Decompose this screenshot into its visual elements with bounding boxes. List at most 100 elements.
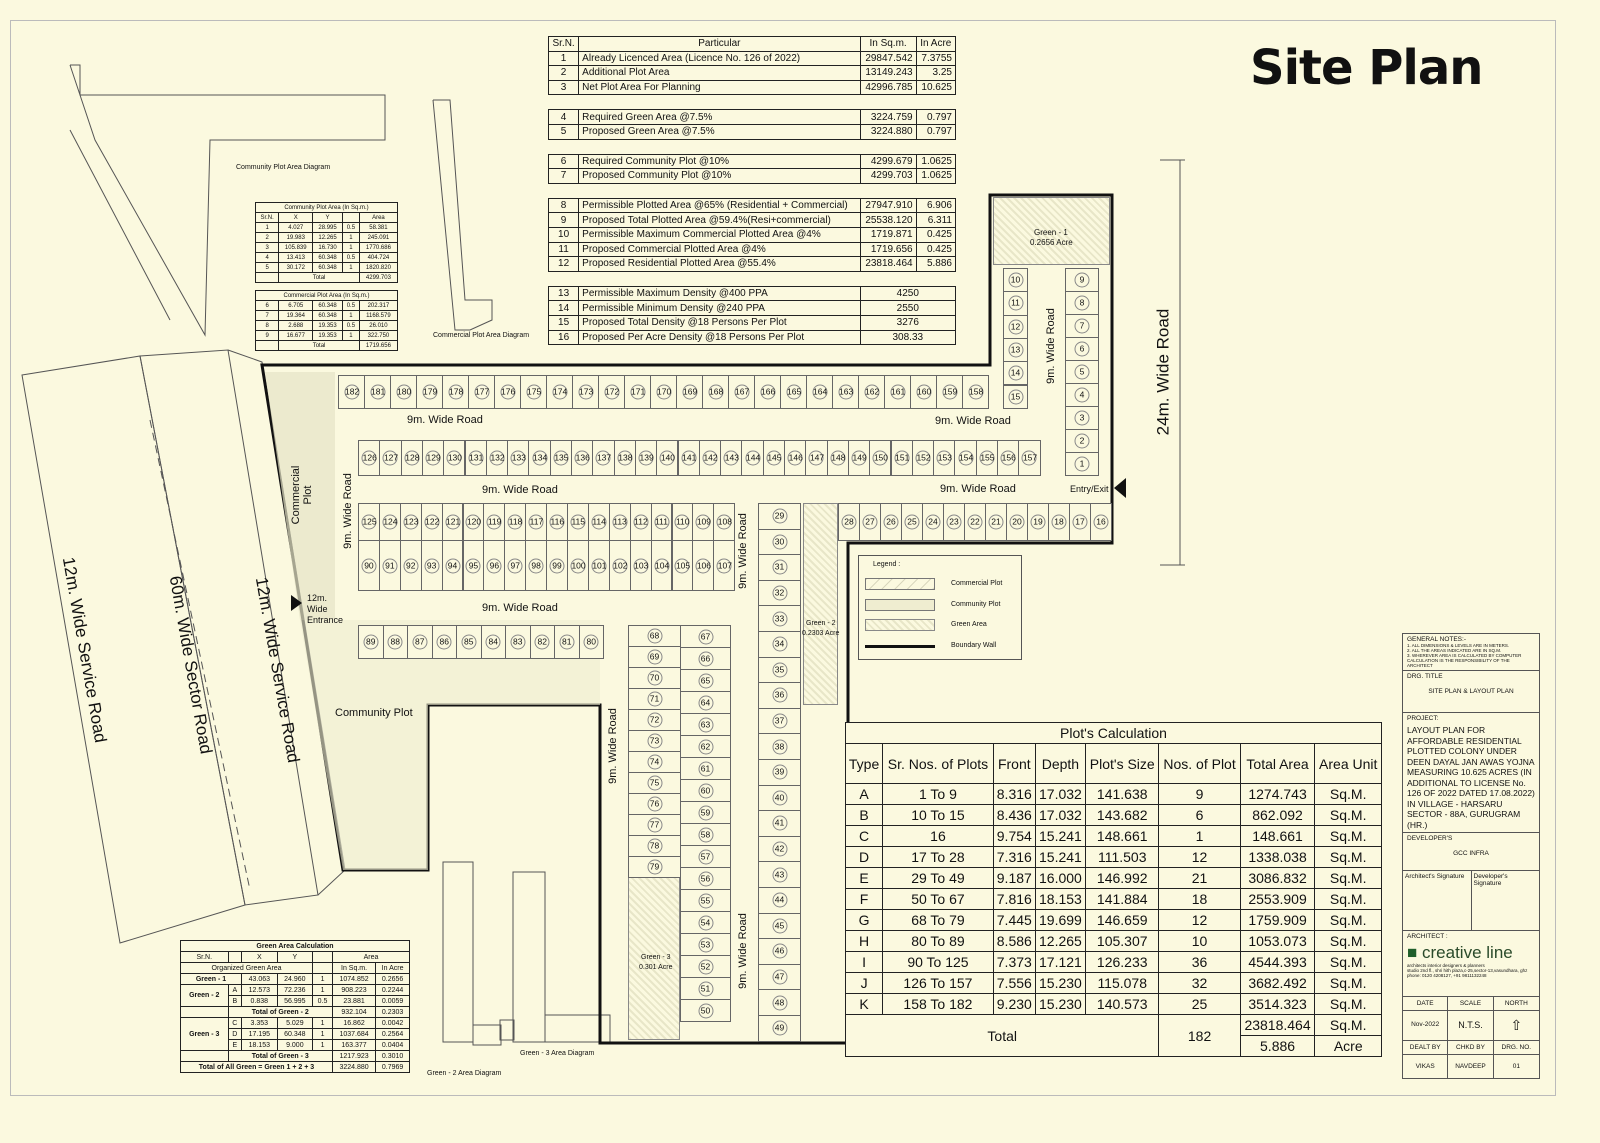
plot[interactable]: 41 bbox=[758, 810, 801, 837]
plot[interactable]: 25 bbox=[901, 503, 923, 541]
plot[interactable]: 74 bbox=[628, 751, 681, 773]
plot[interactable]: 3 bbox=[1065, 406, 1099, 430]
plot[interactable]: 80 bbox=[578, 625, 604, 659]
plot[interactable]: 85 bbox=[456, 625, 482, 659]
plot[interactable]: 137 bbox=[592, 440, 615, 476]
plot[interactable]: 78 bbox=[628, 835, 681, 857]
plot[interactable]: 172 bbox=[598, 375, 625, 409]
plot[interactable]: 95 bbox=[462, 540, 485, 591]
plot[interactable]: 11 bbox=[1003, 291, 1028, 316]
plot[interactable]: 27 bbox=[859, 503, 881, 541]
plot[interactable]: 174 bbox=[546, 375, 573, 409]
plot[interactable]: 179 bbox=[416, 375, 443, 409]
plot[interactable]: 81 bbox=[554, 625, 580, 659]
plot[interactable]: 180 bbox=[390, 375, 417, 409]
plot[interactable]: 16 bbox=[1090, 503, 1112, 541]
plot[interactable]: 100 bbox=[567, 540, 589, 591]
plot[interactable]: 178 bbox=[442, 375, 469, 409]
plot[interactable]: 93 bbox=[420, 540, 443, 591]
plot[interactable]: 112 bbox=[629, 503, 652, 541]
plot[interactable]: 33 bbox=[758, 605, 801, 632]
plot[interactable]: 164 bbox=[806, 375, 833, 409]
plot[interactable]: 132 bbox=[485, 440, 509, 476]
plot[interactable]: 98 bbox=[525, 540, 548, 591]
plot[interactable]: 181 bbox=[364, 375, 391, 409]
plot[interactable]: 170 bbox=[650, 375, 677, 409]
plot[interactable]: 123 bbox=[399, 503, 422, 541]
plot[interactable]: 135 bbox=[549, 440, 572, 476]
plot[interactable]: 69 bbox=[628, 646, 681, 668]
plot[interactable]: 114 bbox=[587, 503, 610, 541]
plot[interactable]: 89 bbox=[358, 625, 384, 659]
plot[interactable]: 102 bbox=[608, 540, 631, 591]
plot[interactable]: 83 bbox=[505, 625, 531, 659]
plot[interactable]: 32 bbox=[758, 579, 801, 607]
plot[interactable]: 21 bbox=[985, 503, 1007, 541]
plot[interactable]: 94 bbox=[441, 540, 464, 591]
plot[interactable]: 143 bbox=[720, 440, 743, 476]
plot[interactable]: 141 bbox=[677, 440, 700, 476]
plot[interactable]: 111 bbox=[650, 503, 673, 541]
plot[interactable]: 182 bbox=[338, 375, 365, 409]
plot[interactable]: 157 bbox=[1018, 440, 1041, 476]
plot[interactable]: 48 bbox=[758, 989, 801, 1016]
plot[interactable]: 67 bbox=[680, 625, 731, 648]
plot[interactable]: 110 bbox=[671, 503, 694, 541]
plot[interactable]: 105 bbox=[671, 540, 694, 591]
plot[interactable]: 158 bbox=[962, 375, 989, 409]
plot[interactable]: 151 bbox=[890, 440, 913, 476]
plot[interactable]: 177 bbox=[468, 375, 495, 409]
plot[interactable]: 15 bbox=[1003, 384, 1028, 409]
plot[interactable]: 155 bbox=[975, 440, 998, 476]
plot[interactable]: 73 bbox=[628, 730, 681, 752]
plot[interactable]: 136 bbox=[571, 440, 594, 476]
plot[interactable]: 63 bbox=[680, 713, 731, 736]
plot[interactable]: 42 bbox=[758, 835, 801, 863]
plot[interactable]: 161 bbox=[884, 375, 911, 409]
plot[interactable]: 109 bbox=[692, 503, 715, 541]
plot[interactable]: 72 bbox=[628, 709, 681, 731]
plot[interactable]: 44 bbox=[758, 887, 801, 914]
plot[interactable]: 159 bbox=[936, 375, 963, 409]
plot[interactable]: 154 bbox=[954, 440, 977, 476]
plot[interactable]: 147 bbox=[805, 440, 828, 476]
plot[interactable]: 17 bbox=[1069, 503, 1091, 541]
plot[interactable]: 167 bbox=[728, 375, 755, 409]
plot[interactable]: 58 bbox=[680, 823, 731, 846]
plot[interactable]: 23 bbox=[943, 503, 965, 541]
plot[interactable]: 43 bbox=[758, 861, 801, 888]
plot[interactable]: 46 bbox=[758, 938, 801, 965]
plot[interactable]: 103 bbox=[629, 540, 652, 591]
plot[interactable]: 127 bbox=[379, 440, 402, 476]
plot[interactable]: 153 bbox=[933, 440, 956, 476]
plot[interactable]: 36 bbox=[758, 682, 801, 709]
plot[interactable]: 104 bbox=[650, 540, 673, 591]
plot[interactable]: 18 bbox=[1048, 503, 1070, 541]
plot[interactable]: 162 bbox=[858, 375, 885, 409]
plot[interactable]: 22 bbox=[964, 503, 986, 541]
plot[interactable]: 131 bbox=[464, 440, 487, 476]
plot[interactable]: 10 bbox=[1003, 268, 1028, 293]
plot[interactable]: 19 bbox=[1027, 503, 1049, 541]
plot[interactable]: 45 bbox=[758, 912, 801, 940]
plot[interactable]: 7 bbox=[1065, 314, 1099, 338]
plot[interactable]: 55 bbox=[680, 889, 731, 912]
plot[interactable]: 116 bbox=[546, 503, 568, 541]
plot[interactable]: 1 bbox=[1065, 452, 1099, 476]
plot[interactable]: 122 bbox=[420, 503, 443, 541]
plot[interactable]: 54 bbox=[680, 911, 731, 934]
plot[interactable]: 118 bbox=[504, 503, 527, 541]
plot[interactable]: 120 bbox=[462, 503, 485, 541]
plot[interactable]: 14 bbox=[1003, 361, 1028, 386]
plot[interactable]: 61 bbox=[680, 757, 731, 780]
plot[interactable]: 59 bbox=[680, 801, 731, 824]
plot[interactable]: 53 bbox=[680, 933, 731, 956]
plot[interactable]: 160 bbox=[910, 375, 937, 409]
plot[interactable]: 133 bbox=[507, 440, 530, 476]
plot[interactable]: 60 bbox=[680, 779, 731, 802]
plot[interactable]: 31 bbox=[758, 554, 801, 581]
plot[interactable]: 39 bbox=[758, 759, 801, 786]
plot[interactable]: 79 bbox=[628, 856, 681, 878]
plot[interactable]: 2 bbox=[1065, 429, 1099, 453]
plot[interactable]: 108 bbox=[713, 503, 736, 541]
